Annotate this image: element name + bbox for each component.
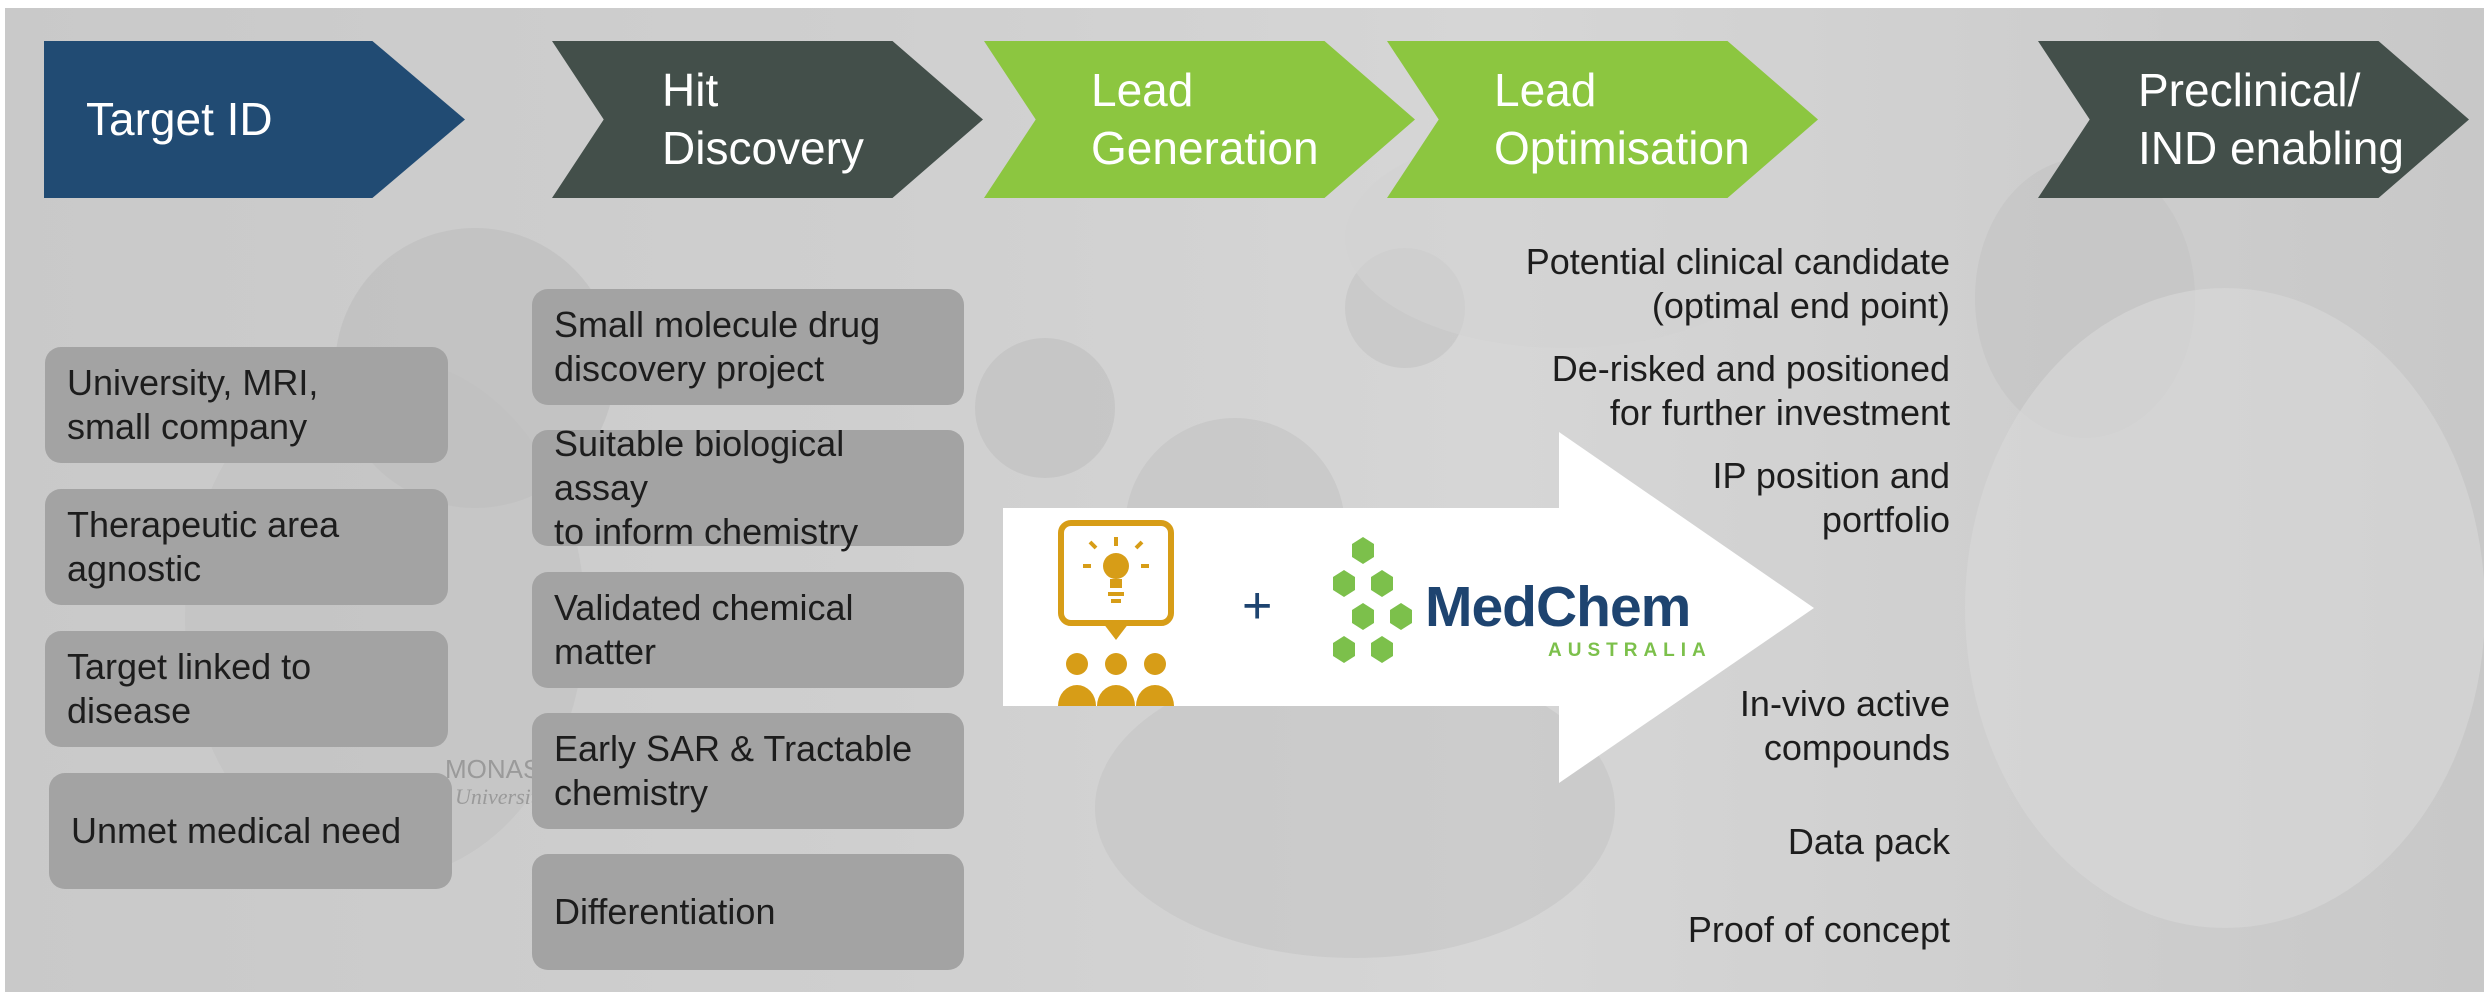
outcome-line: portfolio (1821, 499, 1950, 540)
workflow-diagram: MONASH University Target ID Hit Discover… (5, 8, 2484, 992)
item-line: small company (67, 406, 308, 447)
item-line: Therapeutic area (67, 504, 340, 545)
item-line: Unmet medical need (71, 810, 402, 851)
outcome-item: Potential clinical candidate (optimal en… (1310, 240, 1950, 328)
stage-label-line2: Generation (1091, 121, 1319, 174)
stage-preclinical: Preclinical/ IND enabling (2038, 41, 2469, 198)
outcome-line: for further investment (1609, 392, 1950, 433)
item-line: agnostic (67, 548, 202, 589)
target-id-item: Unmet medical need (49, 773, 452, 889)
background-badge-text-2: University (455, 784, 547, 809)
medchem-logo-word: MedChem (1425, 575, 1691, 639)
medchem-logo-subtitle: AUSTRALIA (1548, 640, 1712, 661)
arrow-shape (1003, 432, 1814, 783)
target-id-item: University, MRI,small company (45, 347, 448, 463)
outcome-line: IP position and (1712, 455, 1950, 496)
hit-discovery-item: Differentiation (532, 854, 964, 970)
hexagon-cluster-logo-icon (1333, 537, 1412, 663)
outcome-item: Proof of concept (1310, 908, 1950, 952)
item-line: discovery project (554, 348, 825, 389)
item-line: Validated chemical (554, 587, 854, 628)
stage-label-line1: Preclinical/ (2138, 64, 2361, 116)
item-line: matter (554, 631, 657, 672)
stage-lead-optimisation: Lead Optimisation (1387, 41, 1818, 198)
outcome-item: In-vivo active compounds (1310, 682, 1950, 770)
plus-sign: + (1242, 577, 1273, 635)
stage-label-line1: Lead (1494, 64, 1597, 116)
outcome-line: De-risked and positioned (1551, 348, 1950, 389)
outcome-item: Data pack (1310, 820, 1950, 864)
item-line: Small molecule drug (554, 304, 881, 345)
item-line: Early SAR & Tractable (554, 728, 913, 769)
stage-label-line2: Optimisation (1494, 121, 1750, 174)
outcome-line: Potential clinical candidate (1525, 241, 1950, 282)
stage-hit-discovery: Hit Discovery (552, 41, 983, 198)
stage-label-line2: Discovery (662, 121, 864, 174)
outcome-line: Data pack (1787, 821, 1950, 862)
idea-presentation-icon (1058, 520, 1174, 706)
outcome-line: (optimal end point) (1651, 285, 1950, 326)
partnership-arrow (1003, 432, 1814, 783)
stage-label: Target ID (86, 92, 273, 145)
stage-lead-generation: Lead Generation (984, 41, 1415, 198)
item-line: chemistry (554, 772, 709, 813)
item-line: disease (67, 690, 192, 731)
item-line: Differentiation (554, 891, 776, 932)
stage-target-id: Target ID (44, 41, 465, 198)
item-line: Target linked to (67, 646, 312, 687)
item-line: to inform chemistry (554, 511, 859, 552)
stage-label-line1: Lead (1091, 64, 1194, 116)
outcome-item: De-risked and positioned for further inv… (1310, 347, 1950, 435)
outcome-line: Proof of concept (1687, 909, 1950, 950)
stage-label-line1: Hit (662, 64, 719, 116)
item-line: Suitable biological assay (554, 423, 845, 508)
outcome-line: compounds (1763, 727, 1950, 768)
outcome-item: IP position and portfolio (1310, 454, 1950, 542)
outcome-line: In-vivo active (1739, 683, 1950, 724)
stage-label-line2: IND enabling (2138, 121, 2404, 174)
item-line: University, MRI, (67, 362, 319, 403)
